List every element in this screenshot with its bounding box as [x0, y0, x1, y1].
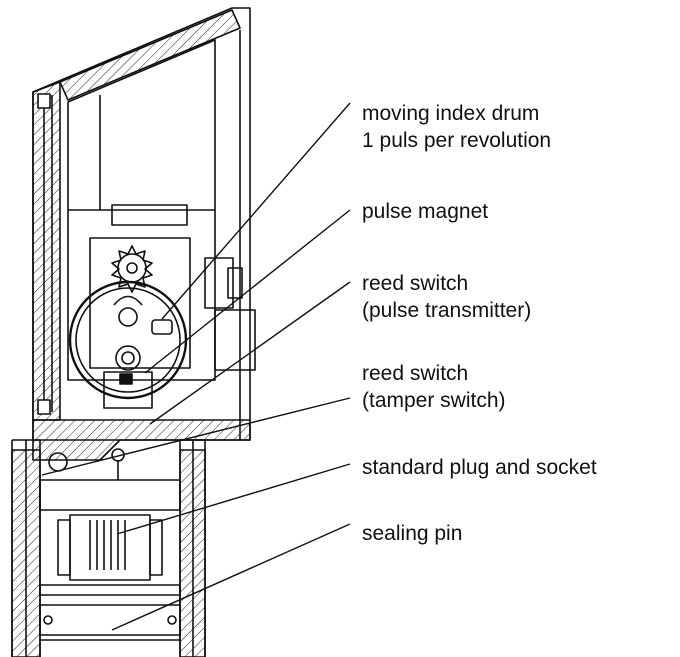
star-wheel — [111, 245, 153, 293]
leader-plug-socket — [116, 463, 351, 535]
label-reed-switch-tamper: reed switch (tamper switch) — [362, 360, 506, 414]
housing-front-wall — [32, 81, 61, 421]
pulse-magnet-part — [118, 307, 138, 327]
label-line: reed switch — [362, 272, 469, 295]
sealing-pin-part — [39, 604, 181, 636]
drum-index-mark — [151, 319, 173, 335]
label-plug-socket: standard plug and socket — [362, 454, 597, 481]
leader-sealing-pin — [111, 523, 351, 631]
label-line: moving index drum — [362, 102, 540, 125]
leader-reed-switch-pulse — [149, 281, 351, 425]
label-line: (tamper switch) — [362, 389, 506, 412]
label-line: sealing pin — [362, 522, 463, 545]
leader-moving-index-drum — [161, 102, 351, 320]
connector-housing — [11, 440, 206, 657]
reed-switch-housing — [103, 371, 153, 409]
socket-body — [39, 479, 181, 511]
plug-pins — [89, 520, 126, 570]
label-reed-switch-pulse: reed switch (pulse transmitter) — [362, 270, 531, 324]
label-line: pulse magnet — [362, 200, 489, 223]
label-sealing-pin: sealing pin — [362, 520, 462, 547]
leader-pulse-magnet — [144, 209, 351, 374]
housing-top-wall — [59, 9, 241, 101]
label-line: 1 puls per revolution — [362, 129, 552, 152]
housing-outline — [32, 7, 251, 441]
label-pulse-magnet: pulse magnet — [362, 198, 488, 225]
label-line: standard plug and socket — [362, 456, 597, 479]
label-moving-index-drum: moving index drum 1 puls per revolution — [362, 100, 551, 154]
leader-reed-switch-tamper — [41, 397, 351, 476]
drum-center — [115, 345, 141, 371]
label-line: reed switch — [362, 362, 469, 385]
housing-base — [32, 419, 251, 461]
label-line: (pulse transmitter) — [362, 299, 532, 322]
